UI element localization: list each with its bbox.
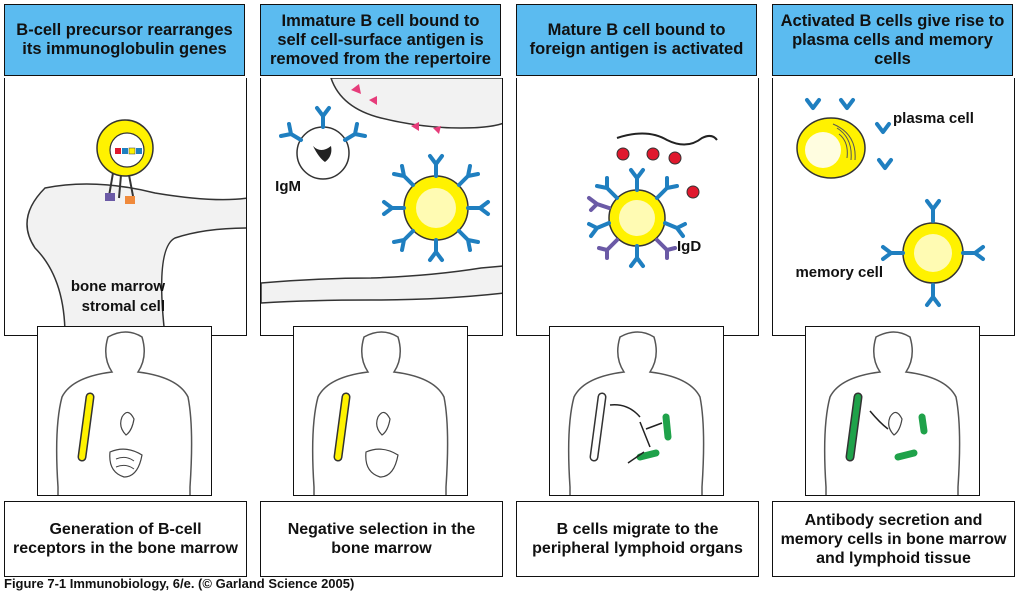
panel-3-scene: IgD xyxy=(516,78,759,336)
plasma-cell-label: plasma cell xyxy=(893,110,974,127)
panel-2-caption: Negative selection in the bone marrow xyxy=(260,501,503,577)
figure-caption: Figure 7-1 Immunobiology, 6/e. (© Garlan… xyxy=(4,576,355,591)
panel-1-scene: bone marrow stromal cell xyxy=(4,78,247,336)
panel-4-body-diagram xyxy=(805,326,980,496)
panel-2-body-diagram xyxy=(293,326,468,496)
bone-marrow-label: bone marrow xyxy=(70,278,165,295)
panel-4-caption: Antibody secretion and memory cells in b… xyxy=(772,501,1015,577)
plasma-and-memory-cells-illustration xyxy=(796,98,985,307)
panel-3-body-diagram xyxy=(549,326,724,496)
memory-cell-label: memory cell xyxy=(795,264,883,281)
panel-1-header: B-cell precursor rearranges its immunogl… xyxy=(4,4,245,76)
panel-2-scene: IgM xyxy=(260,78,503,336)
mature-b-cell-illustration xyxy=(587,132,718,268)
panel-1-body-diagram xyxy=(37,326,212,496)
panel-3-caption: B cells migrate to the peripheral lympho… xyxy=(516,501,759,577)
panel-2-header: Immature B cell bound to self cell-surfa… xyxy=(260,4,501,76)
igd-label: IgD xyxy=(677,238,702,255)
stromal-cell-illustration xyxy=(26,119,246,335)
negative-selection-illustration xyxy=(261,78,502,304)
panel-3-header: Mature B cell bound to foreign antigen i… xyxy=(516,4,757,76)
panel-4-scene: plasma cell memory cell xyxy=(772,78,1015,336)
igm-label: IgM xyxy=(275,178,301,195)
panel-1-caption: Generation of B-cell receptors in the bo… xyxy=(4,501,247,577)
panel-4-header: Activated B cells give rise to plasma ce… xyxy=(772,4,1013,76)
stromal-cell-label: stromal cell xyxy=(81,298,165,315)
